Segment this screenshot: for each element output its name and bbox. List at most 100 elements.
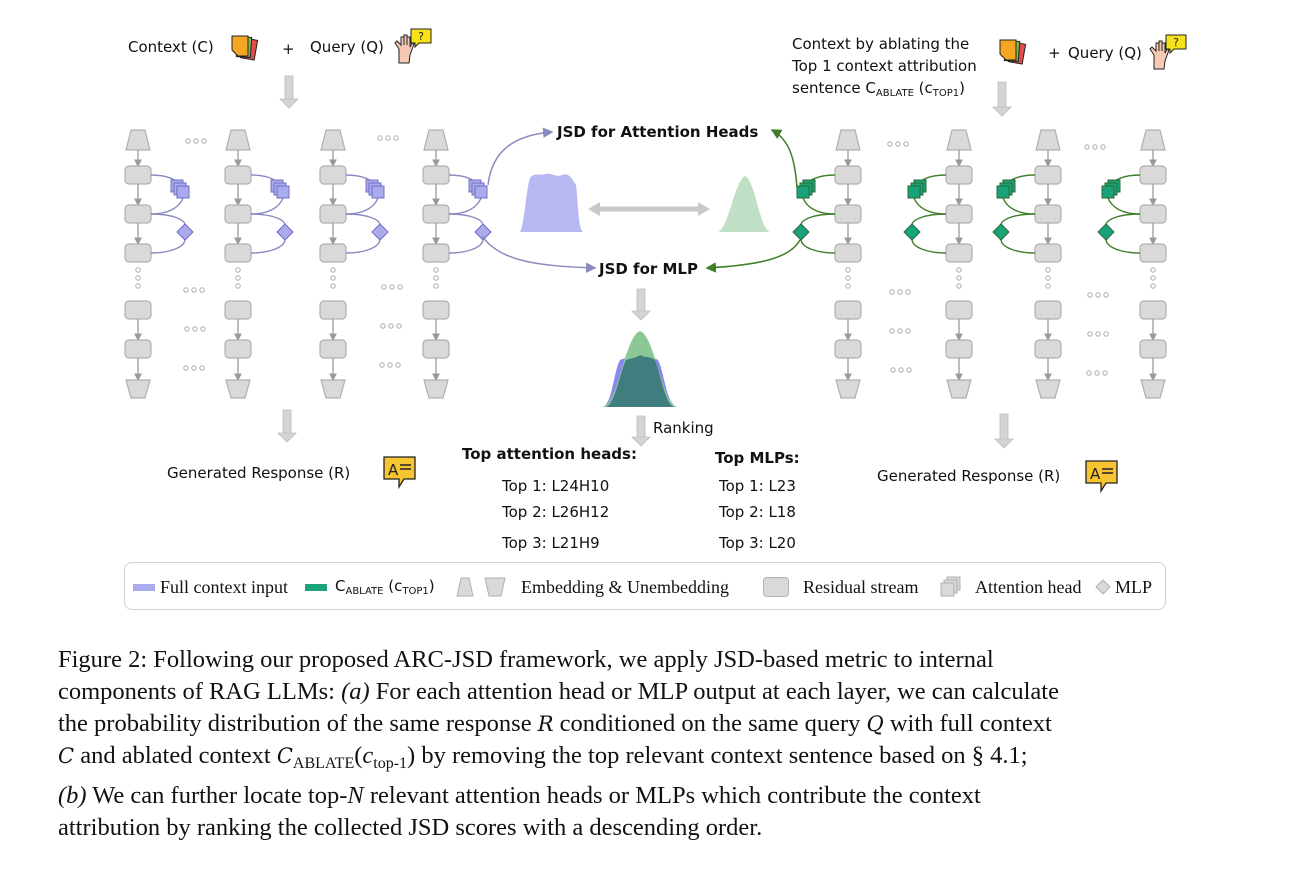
arrow-shaft (284, 75, 294, 101)
mlp-input-curve (1000, 213, 1036, 226)
ellipsis-dot (135, 267, 141, 273)
ellipsis-dot (906, 367, 912, 373)
attention-to-jsd-arrow (487, 127, 554, 186)
query-label: Query (Q) (310, 38, 384, 56)
model-column (124, 129, 194, 399)
ellipsis-dot (235, 267, 241, 273)
ellipsis-dot (235, 275, 241, 281)
residual-stream-block (422, 165, 450, 185)
ellipsis (890, 367, 912, 373)
ellipsis-dot (887, 141, 893, 147)
ellipsis-dot (897, 289, 903, 295)
ellipsis (379, 362, 401, 368)
ellipsis-dot (397, 284, 403, 290)
ellipsis-dot (379, 362, 385, 368)
embedding-block (1035, 129, 1061, 151)
residual-stream-block (124, 204, 152, 224)
attention-head (276, 185, 290, 199)
mlp-output-curve (1105, 238, 1141, 254)
ellipsis-dot (387, 362, 393, 368)
arrow-shaft (636, 415, 646, 439)
mlp-node (371, 223, 389, 241)
ablate-swatch (305, 583, 327, 591)
attention-output-curve (448, 197, 482, 215)
ellipsis-dot (845, 275, 851, 281)
ellipsis-dot (377, 135, 383, 141)
arrow-shaft (282, 409, 292, 435)
right-generated-response-label: Generated Response (R) (877, 467, 1061, 485)
attention-head (1101, 185, 1115, 199)
ellipsis-dot (199, 365, 205, 371)
ellipsis (889, 289, 911, 295)
ellipsis-dot (201, 138, 207, 144)
caption-line: C and ablated context CABLATE(ctop-1) by… (58, 742, 1028, 772)
ellipsis-dot (393, 135, 399, 141)
top-attention-item: Top 2: L26H12 (502, 503, 610, 521)
mlp-input-curve (1105, 213, 1141, 226)
ellipsis-dot (330, 283, 336, 289)
model-column (1097, 129, 1167, 399)
residual-stream-block (319, 165, 347, 185)
residual-stream-block (945, 243, 973, 263)
overlap-intersection (606, 355, 674, 407)
ellipsis (889, 328, 911, 334)
residual-stream-block (224, 243, 252, 263)
ellipsis (183, 287, 205, 293)
ellipsis-dot (1045, 283, 1051, 289)
speech-bubble-text-icon: A (383, 456, 416, 490)
mlp-output-curve (1000, 238, 1036, 254)
arrow-head (277, 432, 297, 443)
model-column (319, 129, 389, 399)
attention-output-curve (913, 197, 947, 215)
full-context-distribution (520, 173, 583, 232)
embedding-block (225, 129, 251, 151)
ellipsis-dot (433, 275, 439, 281)
mlp-output-curve (345, 238, 381, 254)
ellipsis-dot (1094, 370, 1100, 376)
attention-head (996, 185, 1010, 199)
ellipsis (185, 138, 207, 144)
mlp-input-curve (250, 213, 286, 226)
residual-stream-block (1034, 243, 1062, 263)
unembedding-block (423, 379, 449, 399)
residual-stream-block (1139, 165, 1167, 185)
ellipsis (377, 135, 399, 141)
model-column (992, 129, 1062, 399)
unembedding-block (1140, 379, 1166, 399)
unembedding-block (1035, 379, 1061, 399)
top-attention-item: Top 1: L24H10 (502, 477, 610, 495)
legend-residual: Residual stream (763, 563, 918, 611)
attention-head (371, 185, 385, 199)
top-mlps-title: Top MLPs: (715, 449, 800, 467)
top-attention-item: Top 3: L21H9 (502, 534, 600, 552)
embedding-block (946, 129, 972, 151)
ellipsis-dot (1150, 283, 1156, 289)
ellipsis-dot (1150, 275, 1156, 281)
plus-sign: + (1048, 44, 1061, 62)
big-down-arrow (279, 75, 299, 109)
top-attention-heads-title: Top attention heads: (462, 445, 637, 463)
ellipsis-dot (199, 287, 205, 293)
ellipsis-dot (193, 138, 199, 144)
residual-stream-block (1034, 165, 1062, 185)
arrow-head (279, 98, 299, 109)
attention-output-curve (1002, 197, 1036, 215)
ellipsis-dot (1102, 370, 1108, 376)
ellipsis-dot (385, 135, 391, 141)
residual-stream-block (319, 339, 347, 359)
ellipsis-dot (1087, 331, 1093, 337)
ellipsis-dot (1095, 331, 1101, 337)
unembedding-block (320, 379, 346, 399)
ellipsis-dot (845, 283, 851, 289)
ellipsis (1087, 331, 1109, 337)
ellipsis (183, 365, 205, 371)
ellipsis-dot (895, 141, 901, 147)
embedding-block (835, 129, 861, 151)
caption-line: the probability distribution of the same… (58, 710, 1052, 737)
caption-line: (b) We can further locate top-N relevant… (58, 782, 981, 809)
ellipsis-dot (330, 267, 336, 273)
ablated-distribution (718, 176, 770, 232)
ellipsis-dot (1092, 144, 1098, 150)
speech-bubble-text-icon: A (1085, 460, 1118, 494)
unembedding-block (946, 379, 972, 399)
